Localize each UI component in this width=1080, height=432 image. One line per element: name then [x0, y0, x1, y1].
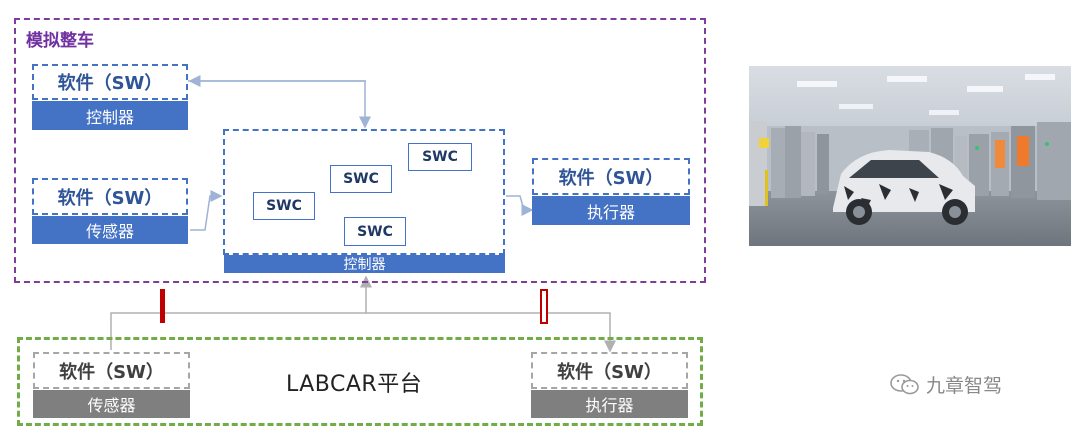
arrow-ctrl-to-actuator	[506, 195, 534, 216]
center-controller-bar: 控制器	[224, 255, 505, 273]
swc-block: SWC	[330, 165, 392, 193]
virtual-vehicle-frame	[14, 18, 706, 283]
watermark-text: 九章智驾	[926, 375, 1003, 397]
swc-block: SWC	[344, 217, 406, 246]
labcar-actuator-sw-box: 软件（SW）	[531, 352, 688, 389]
controller-sw-box: 软件（SW）	[32, 64, 188, 100]
actuator-sw-box: 软件（SW）	[532, 158, 690, 195]
watermark: 九章智驾	[890, 371, 1002, 398]
wechat-icon	[890, 373, 919, 394]
swc-block: SWC	[408, 143, 472, 171]
swc-block: SWC	[253, 192, 315, 220]
labcar-sensor-hw-bar: 传感器	[33, 390, 190, 418]
labcar-frame	[17, 337, 703, 426]
link-labcar-sensor	[110, 275, 372, 350]
labcar-sensor-sw-box: 软件（SW）	[33, 352, 190, 389]
actuator-hw-bar: 执行器	[532, 196, 690, 225]
labcar-actuator-hw-bar: 执行器	[531, 390, 688, 418]
sensor-sw-box: 软件（SW）	[32, 178, 188, 215]
sensor-hw-bar: 传感器	[32, 216, 188, 244]
controller-hw-bar: 控制器	[32, 101, 188, 130]
red-marker-hollow	[540, 289, 548, 324]
arrow-sensor-to-ctrl	[190, 190, 223, 231]
red-marker-solid	[160, 289, 165, 323]
lab-photo	[749, 66, 1071, 246]
labcar-title: LABCAR平台	[286, 372, 423, 397]
virtual-vehicle-title: 模拟整车	[26, 31, 94, 51]
